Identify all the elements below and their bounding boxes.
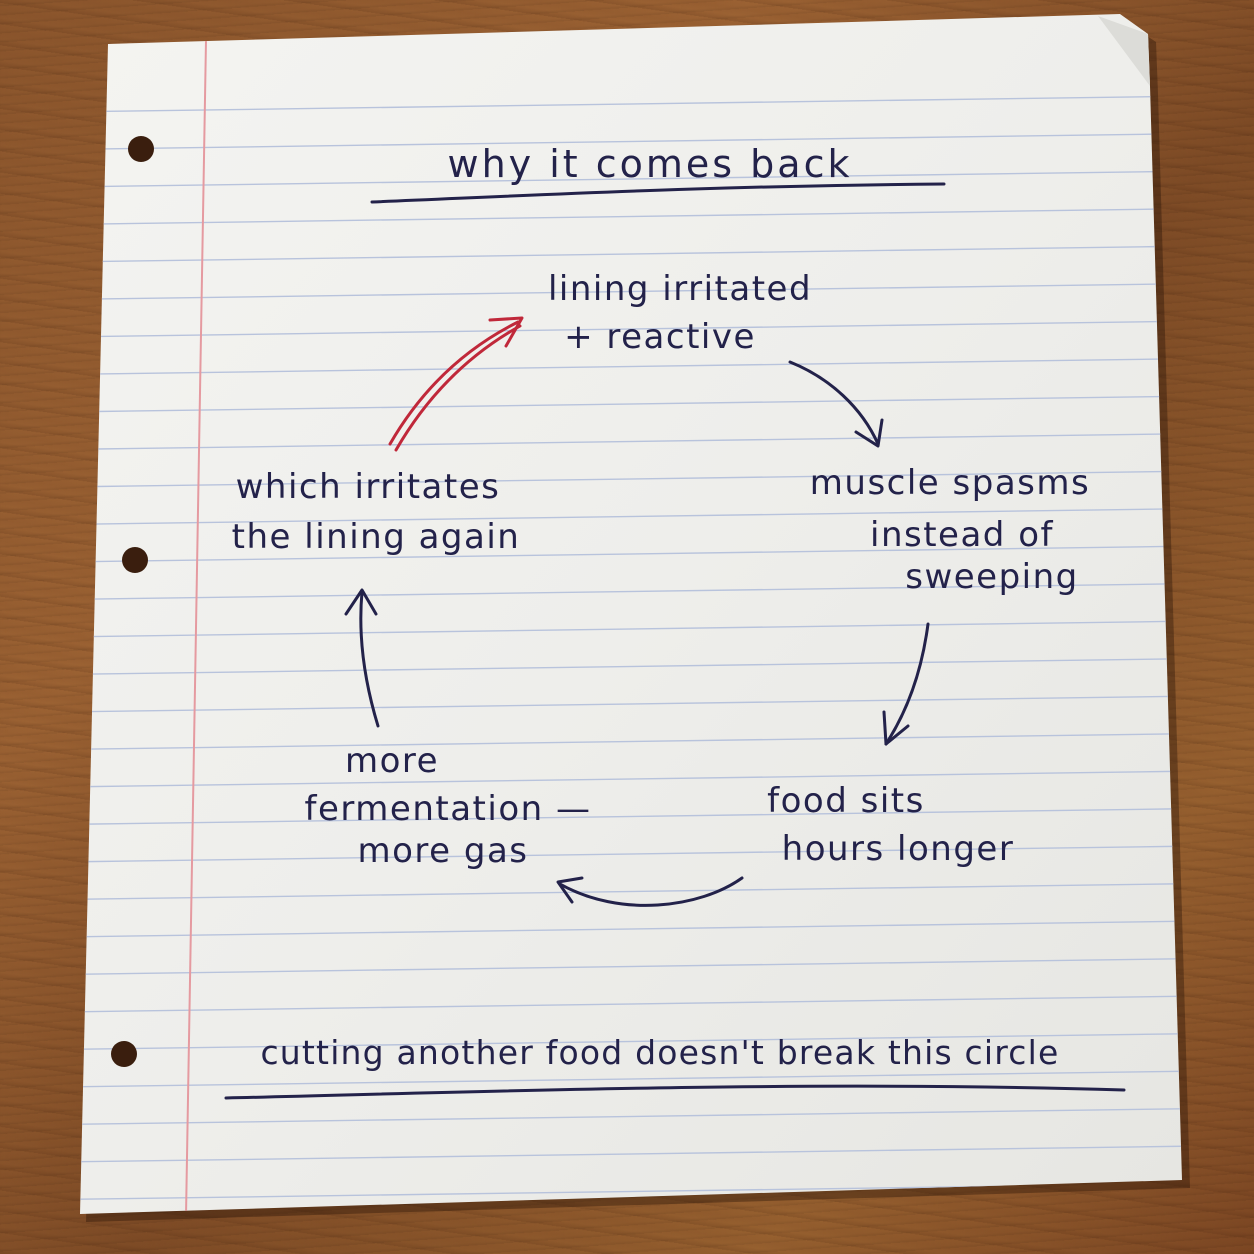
ruled-line bbox=[80, 432, 1182, 451]
node2-line1: muscle spasms bbox=[810, 463, 1090, 503]
ruled-line bbox=[80, 507, 1182, 526]
ruled-line bbox=[80, 470, 1182, 488]
ruled-line bbox=[80, 882, 1182, 901]
ruled-line bbox=[80, 1145, 1182, 1163]
ruled-line bbox=[80, 357, 1182, 376]
node2-line2: instead of bbox=[870, 515, 1054, 555]
binder-hole-top bbox=[128, 136, 154, 162]
ruled-line bbox=[80, 920, 1182, 938]
ruled-line bbox=[80, 957, 1182, 976]
ruled-line bbox=[80, 207, 1182, 226]
ruled-line bbox=[80, 657, 1182, 676]
node4-line1: more bbox=[345, 741, 439, 781]
cycle-node-lining-irritated: lining irritated + reactive bbox=[548, 269, 812, 357]
arrow-node2-to-node3 bbox=[882, 622, 930, 746]
cycle-node-muscle-spasms: muscle spasms instead of sweeping bbox=[810, 463, 1090, 597]
node4-line3: more gas bbox=[357, 831, 528, 871]
paper-sheet bbox=[80, 14, 1182, 1214]
ruled-line bbox=[80, 282, 1182, 301]
ruled-line bbox=[80, 995, 1182, 1013]
ruled-line bbox=[80, 132, 1182, 151]
ruled-line bbox=[80, 395, 1182, 413]
ruled-line bbox=[80, 770, 1182, 788]
ruled-line bbox=[80, 245, 1182, 263]
node5-line2: the lining again bbox=[232, 517, 521, 557]
ruled-line bbox=[80, 582, 1182, 601]
margin-line bbox=[185, 39, 207, 1214]
arrow-node3-to-node4 bbox=[556, 876, 744, 907]
footer-conclusion: cutting another food doesn't break this … bbox=[260, 1033, 1059, 1072]
node3-line1: food sits bbox=[767, 781, 925, 821]
arrow-node4-to-node5 bbox=[344, 588, 380, 728]
node1-line1: lining irritated bbox=[548, 269, 812, 309]
ruled-line bbox=[80, 1070, 1182, 1088]
ruled-line bbox=[80, 807, 1182, 826]
node3-line2: hours longer bbox=[782, 829, 1015, 869]
node4-line2: fermentation — bbox=[305, 789, 592, 829]
ruled-line bbox=[80, 620, 1182, 638]
ruled-line bbox=[80, 545, 1182, 563]
arrow-node1-to-node2 bbox=[788, 360, 884, 448]
title-underline bbox=[370, 182, 946, 204]
ruled-line bbox=[80, 845, 1182, 863]
ruled-line bbox=[80, 170, 1182, 188]
folded-corner bbox=[1098, 16, 1150, 86]
footer-underline bbox=[224, 1084, 1126, 1100]
node2-line3: sweeping bbox=[905, 557, 1079, 597]
arrow-node5-to-node1-red bbox=[388, 316, 524, 452]
binder-hole-middle bbox=[122, 547, 148, 573]
node1-line2: + reactive bbox=[564, 317, 756, 357]
ruled-line bbox=[80, 320, 1182, 338]
ruled-line bbox=[80, 695, 1182, 713]
cycle-node-food-sits: food sits hours longer bbox=[767, 781, 1015, 869]
ruled-line bbox=[80, 1032, 1182, 1051]
ruled-line bbox=[80, 732, 1182, 751]
binder-hole-bottom bbox=[111, 1041, 137, 1067]
ruled-line bbox=[80, 95, 1182, 113]
ruled-line bbox=[80, 1107, 1182, 1126]
page-title: why it comes back bbox=[448, 142, 853, 186]
ruled-lines bbox=[80, 39, 1182, 1214]
cycle-node-more-fermentation: more fermentation — more gas bbox=[305, 741, 592, 871]
cycle-node-which-irritates: which irritates the lining again bbox=[232, 467, 521, 557]
node5-line1: which irritates bbox=[236, 467, 501, 507]
